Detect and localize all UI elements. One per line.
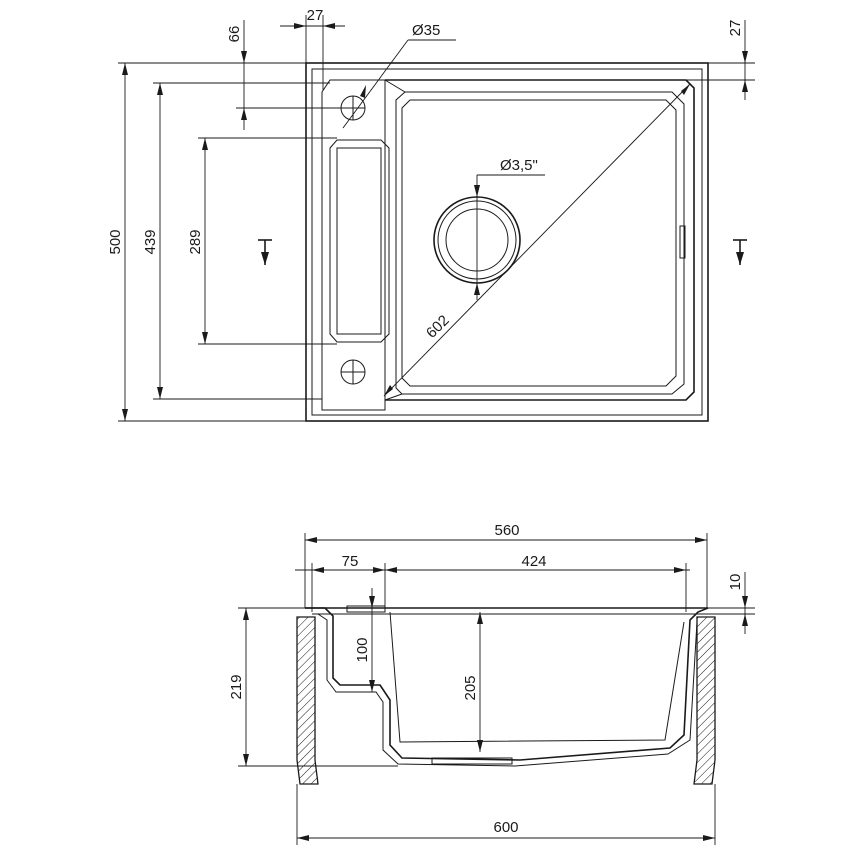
dim-hole-diameter: Ø35 xyxy=(342,22,456,129)
dim-inner-width-label: 560 xyxy=(494,522,519,539)
sink-profile-inner xyxy=(317,613,698,767)
section-mark-left xyxy=(258,239,272,265)
dim-waste-size: Ø3,5" xyxy=(474,157,545,300)
dim-total-height: 219 xyxy=(228,607,398,767)
dim-total-depth: 500 xyxy=(107,62,306,422)
dim-hole-diameter-label: Ø35 xyxy=(412,22,440,39)
dim-diagonal-label: 602 xyxy=(423,312,453,342)
dim-bowl-depth: 205 xyxy=(462,612,483,752)
countertop-right-section xyxy=(693,616,716,785)
dim-corner-offset-label: 27 xyxy=(727,20,744,37)
countertop-left-section xyxy=(296,616,319,785)
tap-hole-bottom xyxy=(340,359,366,385)
dim-total-depth-label: 500 xyxy=(107,229,124,254)
dim-bowl-length-label: 439 xyxy=(142,229,159,254)
dim-bowl-length: 439 xyxy=(142,82,330,400)
dim-drain-offset: 27 xyxy=(280,7,345,90)
dim-rim-height-label: 10 xyxy=(727,574,744,591)
section-mark-right xyxy=(733,239,747,265)
dim-drainer-depth-label: 100 xyxy=(354,637,371,662)
top-view: 27 Ø35 27 66 xyxy=(107,7,755,422)
tap-hole-top xyxy=(340,95,366,121)
dim-rim-height: 10 xyxy=(700,572,755,634)
drainer-panel-inner xyxy=(336,147,382,335)
sink-outer-frame xyxy=(305,62,709,422)
dim-drain-offset-label: 27 xyxy=(307,7,324,24)
side-view: 560 75 424 10 10 xyxy=(228,522,755,845)
dim-corner-offset: 27 xyxy=(686,20,755,100)
bowl-corner-bevel xyxy=(384,393,403,401)
dim-bowl-width-label: 424 xyxy=(521,553,546,570)
overflow-slot xyxy=(679,225,686,259)
dim-overall-width: 600 xyxy=(296,784,716,845)
dim-diagonal: 602 xyxy=(383,83,691,397)
bowl-inner-wall xyxy=(389,611,685,743)
dim-waste-size-label: Ø3,5" xyxy=(500,157,538,174)
dim-drainer-bowl-widths: 75 424 xyxy=(295,553,690,612)
bowl-inner-outline xyxy=(395,91,685,395)
drainer-panel xyxy=(329,139,390,343)
sink-inner-frame xyxy=(311,68,703,416)
dim-hole-offset-label: 66 xyxy=(226,26,243,43)
bowl-corner-bevel xyxy=(384,79,406,93)
dim-hole-offset: 66 xyxy=(226,20,341,130)
waste-outlet-base xyxy=(431,757,513,765)
dim-total-height-label: 219 xyxy=(228,674,245,699)
dim-drainer-width-label: 75 xyxy=(342,553,359,570)
dim-drainer-depth: 100 xyxy=(354,588,375,692)
bowl-outline xyxy=(385,79,695,401)
dim-bowl-depth-label: 205 xyxy=(462,675,479,700)
dim-drainer-length: 289 xyxy=(187,137,337,345)
drainer-step xyxy=(346,605,386,613)
dim-overall-width-label: 600 xyxy=(493,819,518,836)
dim-drainer-length-label: 289 xyxy=(187,229,204,254)
bowl-inner-line xyxy=(401,99,677,387)
sink-profile-outer xyxy=(305,607,709,761)
dim-inner-width: 560 xyxy=(304,522,708,608)
